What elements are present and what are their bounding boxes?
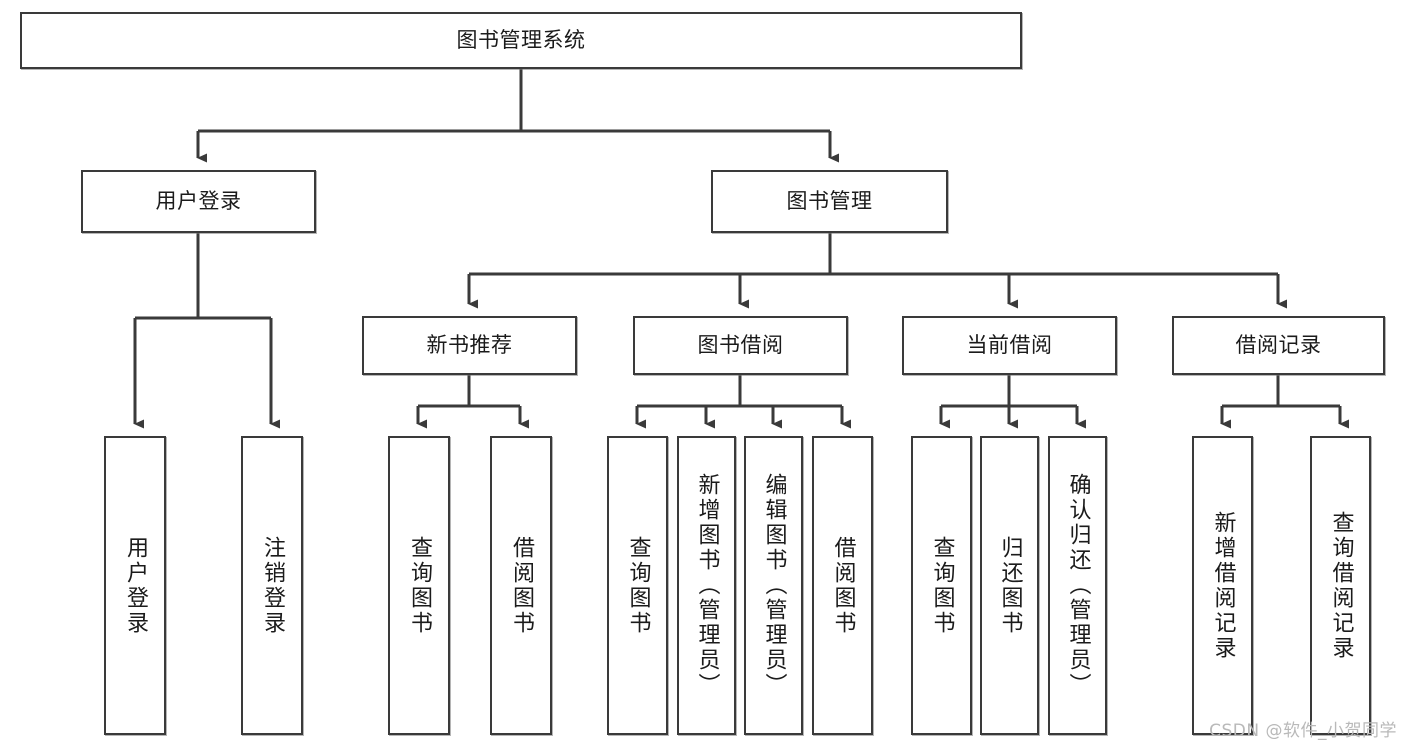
node-root-system[interactable]: 图书管理系统 (20, 12, 1022, 69)
node-label: 图书管理 (786, 189, 873, 214)
node-label: 图书借阅 (697, 333, 784, 358)
leaf-edit-book[interactable]: 编辑图书（管理员） (744, 436, 803, 735)
node-label: 借阅记录 (1235, 333, 1322, 358)
node-label: 图书管理系统 (456, 28, 586, 53)
node-label: 新增借阅记录 (1210, 510, 1236, 661)
node-label: 借阅图书 (830, 535, 856, 636)
node-new-book-recommend[interactable]: 新书推荐 (362, 316, 577, 375)
leaf-return-book[interactable]: 归还图书 (980, 436, 1039, 735)
leaf-add-record[interactable]: 新增借阅记录 (1192, 436, 1253, 735)
node-label: 查询图书 (625, 535, 651, 636)
node-label: 新书推荐 (426, 333, 513, 358)
leaf-borrow-book-2[interactable]: 借阅图书 (812, 436, 873, 735)
leaf-add-book[interactable]: 新增图书（管理员） (677, 436, 736, 735)
node-label: 用户登录 (155, 189, 242, 214)
leaf-confirm-return[interactable]: 确认归还（管理员） (1048, 436, 1107, 735)
node-label: 借阅图书 (509, 535, 534, 636)
node-label: 当前借阅 (966, 333, 1053, 358)
leaf-query-book-1[interactable]: 查询图书 (388, 436, 450, 735)
node-current-borrow[interactable]: 当前借阅 (902, 316, 1117, 375)
leaf-user-logout[interactable]: 注销登录 (241, 436, 303, 735)
node-label: 查询图书 (407, 535, 432, 636)
node-label: 查询图书 (929, 535, 955, 636)
leaf-query-book-2[interactable]: 查询图书 (607, 436, 668, 735)
leaf-query-record[interactable]: 查询借阅记录 (1310, 436, 1371, 735)
leaf-query-book-3[interactable]: 查询图书 (911, 436, 972, 735)
node-book-borrow[interactable]: 图书借阅 (633, 316, 848, 375)
node-label: 归还图书 (997, 535, 1023, 636)
node-borrow-record[interactable]: 借阅记录 (1172, 316, 1385, 375)
node-label: 查询借阅记录 (1328, 510, 1354, 661)
leaf-borrow-book-1[interactable]: 借阅图书 (490, 436, 552, 735)
node-user-login[interactable]: 用户登录 (81, 170, 316, 233)
leaf-user-login[interactable]: 用户登录 (104, 436, 166, 735)
node-book-manage[interactable]: 图书管理 (711, 170, 948, 233)
node-label: 用户登录 (123, 535, 148, 636)
node-label: 确认归还（管理员） (1065, 473, 1091, 698)
node-label: 新增图书（管理员） (694, 473, 720, 698)
node-label: 编辑图书（管理员） (761, 473, 787, 698)
node-label: 注销登录 (260, 535, 285, 636)
